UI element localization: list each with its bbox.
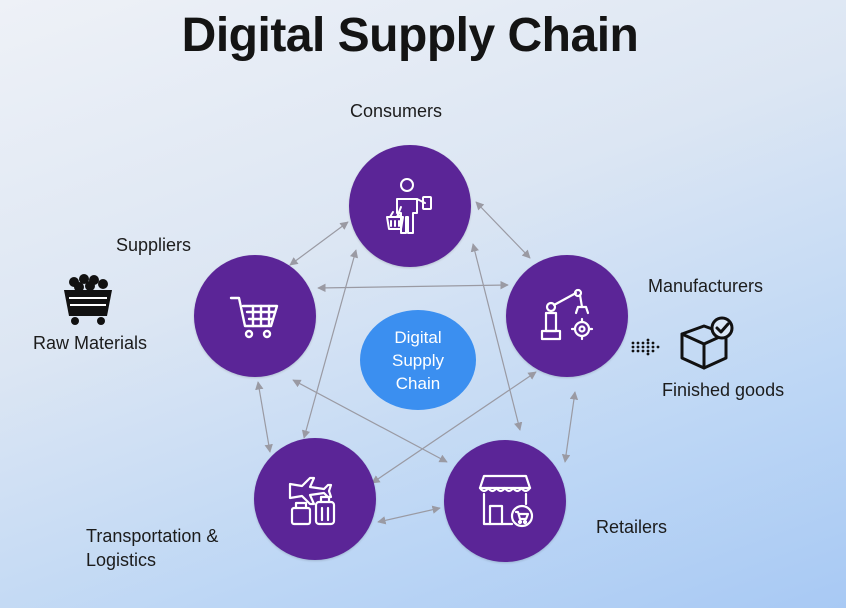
consumers-label: Consumers [350, 101, 443, 121]
raw-materials-label: Raw Materials [33, 333, 148, 353]
airplane-luggage-icon [288, 476, 336, 526]
page-title: Digital Supply Chain [181, 9, 639, 62]
manufacturers-node [506, 255, 628, 377]
storefront-icon [478, 474, 534, 528]
finished-goods-label: Finished goods [662, 380, 785, 400]
digital-supply-chain-center: Digital Supply Chain [360, 310, 476, 410]
shopping-cart-icon [229, 296, 279, 339]
consumers-node [349, 145, 471, 267]
transportation-label-line2: Logistics [86, 550, 157, 570]
manufacturers-label: Manufacturers [648, 276, 764, 296]
mine-cart-icon [64, 274, 112, 325]
link-suppliers-transportation [255, 381, 273, 453]
link-consumers-manufacturers [475, 201, 531, 259]
link-manufacturers-transportation [371, 371, 537, 484]
shopper-with-basket-icon [386, 178, 432, 234]
link-manufacturers-retailers [561, 391, 579, 463]
robot-arm-icon [540, 288, 594, 341]
transportation-node [254, 438, 376, 560]
link-consumers-suppliers [289, 221, 349, 266]
link-consumers-transportation [301, 249, 359, 439]
center-label: Digital Supply Chain [392, 327, 444, 393]
dotted-arrow-icon [631, 338, 660, 356]
transportation-label-line1: Transportation & [86, 526, 219, 546]
retailers-node [444, 440, 566, 562]
package-check-icon [680, 316, 734, 370]
link-transportation-retailers [377, 505, 441, 525]
suppliers-node [194, 255, 316, 377]
suppliers-label: Suppliers [116, 235, 192, 255]
retailers-label: Retailers [596, 517, 668, 537]
